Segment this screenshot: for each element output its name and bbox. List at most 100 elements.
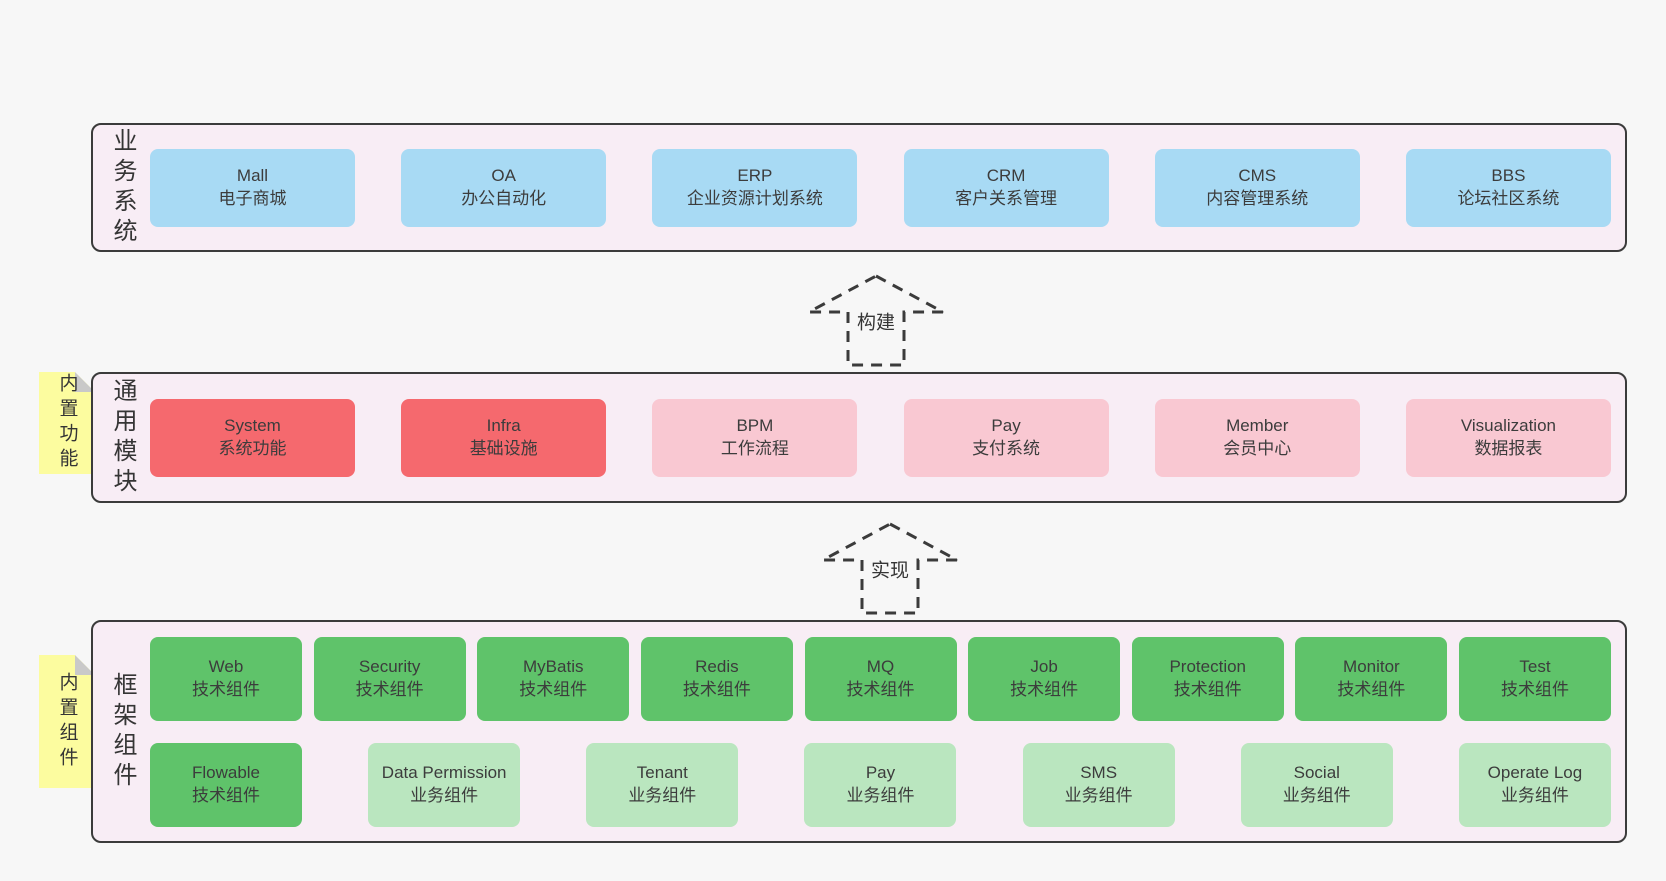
box-title: OA — [491, 165, 516, 185]
box-title: Flowable — [191, 763, 261, 783]
box-erp: ERP 企业资源计划系统 — [652, 148, 858, 227]
layer-framework-components: 框架组件 Web 技术组件 Security 技术组件 MyBatis 技术组件… — [91, 620, 1627, 843]
box-bpm: BPM 工作流程 — [652, 398, 858, 477]
box-title: Pay — [865, 763, 896, 783]
box-title: System — [224, 415, 281, 435]
box-subtitle: 业务组件 — [1282, 786, 1351, 805]
box-subtitle: 技术组件 — [1173, 680, 1242, 699]
box-subtitle: 技术组件 — [1010, 680, 1079, 699]
box-oa: OA 办公自动化 — [401, 148, 607, 227]
layer-common-modules: 通用模块 System 系统功能 Infra 基础设施 BPM 工作流程 Pay… — [91, 372, 1627, 503]
up-arrow-icon — [808, 274, 944, 367]
box-subtitle: 基础设施 — [469, 438, 538, 458]
modules-boxes-row: System 系统功能 Infra 基础设施 BPM 工作流程 Pay 支付系统… — [150, 374, 1611, 501]
box-subtitle: 技术组件 — [192, 680, 260, 699]
box-subtitle: 数据报表 — [1474, 438, 1543, 458]
box-subtitle: 技术组件 — [355, 680, 424, 699]
box-security: Security 技术组件 — [313, 637, 466, 721]
components-boxes-grid: Web 技术组件 Security 技术组件 MyBatis 技术组件 Redi… — [150, 637, 1611, 827]
box-flowable: Flowable 技术组件 — [150, 743, 302, 827]
box-title: MQ — [866, 657, 895, 677]
box-subtitle: 业务组件 — [846, 786, 915, 805]
box-subtitle: 业务组件 — [410, 786, 479, 805]
box-subtitle: 工作流程 — [720, 438, 789, 458]
box-title: Mall — [236, 165, 269, 185]
box-test: Test 技术组件 — [1459, 637, 1611, 721]
box-member: Member 会员中心 — [1154, 398, 1360, 477]
layer-title-common-modules: 通用模块 — [109, 377, 136, 498]
layer-business-systems: 业务系统 Mall 电子商城 OA 办公自动化 ERP 企业资源计划系统 CRM… — [91, 123, 1627, 252]
build-arrow: 构建 — [806, 273, 946, 368]
box-data-permission: Data Permission 业务组件 — [368, 743, 521, 827]
note-text: 内置功能 — [56, 373, 78, 473]
box-subtitle: 内容管理系统 — [1206, 188, 1309, 208]
box-crm: CRM 客户关系管理 — [903, 148, 1109, 227]
box-subtitle: 技术组件 — [1337, 680, 1406, 699]
box-title: CRM — [986, 165, 1026, 185]
sticky-note-built-in-features: 内置功能 — [39, 372, 95, 474]
box-title: Test — [1519, 657, 1551, 677]
box-mq: MQ 技术组件 — [804, 637, 957, 721]
box-title: BBS — [1491, 165, 1526, 185]
business-boxes-row: Mall 电子商城 OA 办公自动化 ERP 企业资源计划系统 CRM 客户关系… — [150, 125, 1611, 250]
box-bbs: BBS 论坛社区系统 — [1405, 148, 1611, 227]
box-monitor: Monitor 技术组件 — [1295, 637, 1448, 721]
box-title: Tenant — [636, 763, 688, 783]
box-title: Monitor — [1343, 657, 1400, 677]
arrow-label: 实现 — [867, 554, 913, 584]
box-title: Social — [1293, 763, 1340, 783]
box-title: Infra — [486, 415, 521, 435]
box-title: MyBatis — [523, 657, 584, 677]
box-mall: Mall 电子商城 — [150, 148, 355, 227]
box-social: Social 业务组件 — [1240, 743, 1393, 827]
box-pay-business: Pay 业务组件 — [804, 743, 957, 827]
box-subtitle: 业务组件 — [628, 786, 697, 805]
box-title: Member — [1226, 415, 1289, 435]
box-subtitle: 业务组件 — [1064, 786, 1133, 805]
box-title: BPM — [736, 415, 774, 435]
box-system: System 系统功能 — [150, 398, 355, 477]
arrow-label: 构建 — [853, 306, 899, 336]
box-web: Web 技术组件 — [150, 637, 302, 721]
box-subtitle: 技术组件 — [1501, 680, 1569, 699]
box-subtitle: 办公自动化 — [461, 188, 547, 208]
box-sms: SMS 业务组件 — [1022, 743, 1175, 827]
box-subtitle: 系统功能 — [218, 438, 287, 458]
box-redis: Redis 技术组件 — [640, 637, 793, 721]
box-subtitle: 技术组件 — [846, 680, 915, 699]
box-subtitle: 业务组件 — [1500, 786, 1569, 805]
box-mybatis: MyBatis 技术组件 — [477, 637, 630, 721]
box-subtitle: 支付系统 — [972, 438, 1041, 458]
box-subtitle: 论坛社区系统 — [1457, 188, 1560, 208]
box-title: Web — [208, 657, 244, 677]
box-visualization: Visualization 数据报表 — [1405, 398, 1611, 477]
box-subtitle: 客户关系管理 — [955, 188, 1058, 208]
layer-title-business-systems: 业务系统 — [109, 127, 136, 248]
box-title: Visualization — [1460, 415, 1556, 435]
box-subtitle: 技术组件 — [519, 680, 588, 699]
box-subtitle: 技术组件 — [682, 680, 751, 699]
layer-title-framework-components: 框架组件 — [109, 671, 136, 792]
box-title: Redis — [695, 657, 739, 677]
box-subtitle: 技术组件 — [192, 786, 260, 805]
note-text: 内置组件 — [56, 671, 78, 772]
box-title: Pay — [991, 415, 1021, 435]
box-title: SMS — [1080, 763, 1118, 783]
sticky-note-built-in-components: 内置组件 — [39, 655, 95, 788]
box-job: Job 技术组件 — [968, 637, 1121, 721]
box-pay: Pay 支付系统 — [903, 398, 1109, 477]
box-protection: Protection 技术组件 — [1131, 637, 1284, 721]
box-tenant: Tenant 业务组件 — [586, 743, 739, 827]
box-title: Job — [1030, 657, 1058, 677]
box-title: Operate Log — [1487, 763, 1583, 783]
implement-arrow: 实现 — [820, 521, 960, 616]
box-subtitle: 电子商城 — [218, 188, 287, 208]
box-infra: Infra 基础设施 — [401, 398, 607, 477]
box-subtitle: 企业资源计划系统 — [686, 188, 823, 208]
box-title: ERP — [737, 165, 773, 185]
box-title: CMS — [1238, 165, 1277, 185]
box-title: Protection — [1169, 657, 1247, 677]
box-title: Security — [358, 657, 421, 677]
up-arrow-icon — [822, 522, 958, 615]
